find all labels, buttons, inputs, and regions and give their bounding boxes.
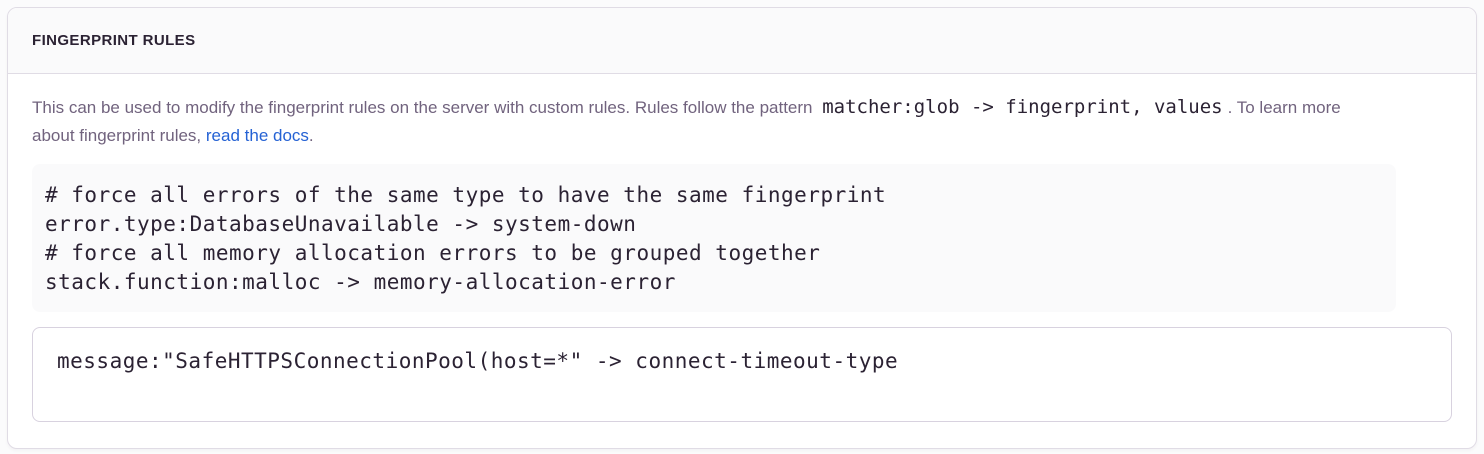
fingerprint-rules-panel: FINGERPRINT RULES This can be used to mo… xyxy=(7,7,1477,449)
read-the-docs-link[interactable]: read the docs xyxy=(205,126,309,145)
example-rules-code-block: # force all errors of the same type to h… xyxy=(32,164,1396,312)
description-text-before-code: This can be used to modify the fingerpri… xyxy=(32,98,813,117)
pattern-inline-code: matcher:glob -> fingerprint, values xyxy=(822,96,1223,118)
description: This can be used to modify the fingerpri… xyxy=(32,93,1377,150)
panel-header: FINGERPRINT RULES xyxy=(8,8,1476,74)
description-text-after-code: . To learn more about fingerprint rules, xyxy=(32,98,1341,145)
panel-body: This can be used to modify the fingerpri… xyxy=(8,74,1476,448)
description-text-after-link: . xyxy=(308,126,314,145)
panel-title: FINGERPRINT RULES xyxy=(32,32,196,49)
fingerprint-rules-textarea[interactable]: message:"SafeHTTPSConnectionPool(host=*"… xyxy=(32,327,1452,422)
